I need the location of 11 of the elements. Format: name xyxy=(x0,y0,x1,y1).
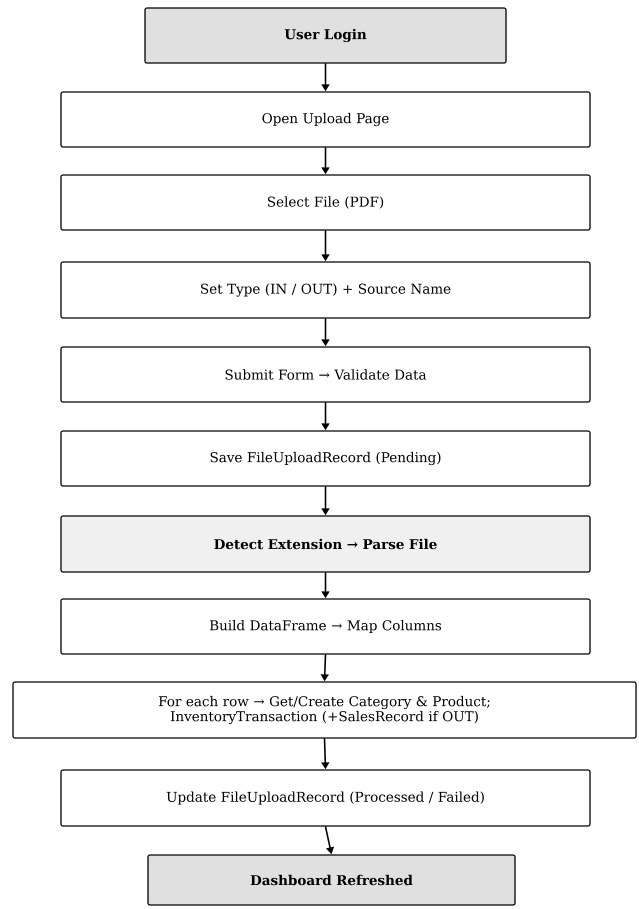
process-box: For each row → Get/Create Category & Product; InventoryTransaction (+SalesRecord if OUT) xyxy=(12,681,637,739)
process-box: Set Type (IN / OUT) + Source Name xyxy=(60,261,591,319)
process-box: Submit Form → Validate Data xyxy=(60,346,591,403)
end-box: Dashboard Refreshed xyxy=(147,854,516,906)
process-box: Update FileUploadRecord (Processed / Failed) xyxy=(60,769,591,827)
process-box: Open Upload Page xyxy=(60,91,591,148)
process-box: Select File (PDF) xyxy=(60,174,591,231)
process-box: Save FileUploadRecord (Pending) xyxy=(60,430,591,487)
process-box: Build DataFrame → Map Columns xyxy=(60,598,591,655)
process-box: Detect Extension → Parse File xyxy=(60,515,591,573)
start-box: User Login xyxy=(144,7,507,64)
